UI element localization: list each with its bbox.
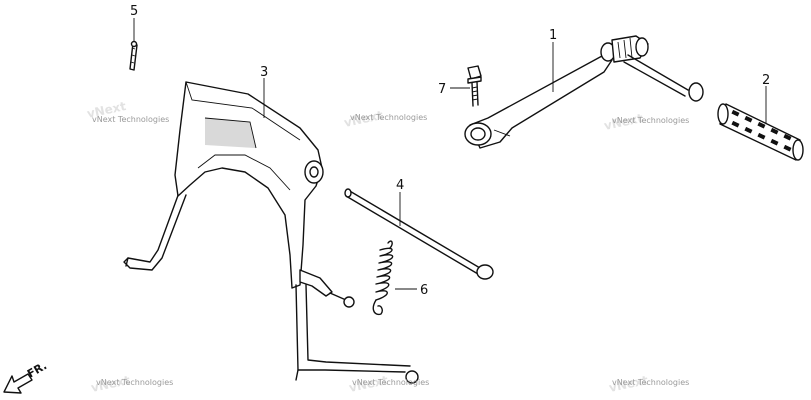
callout-6: 6 [420, 283, 428, 298]
watermark-text: vNext Technologies [612, 378, 689, 387]
stand-spring-part [372, 240, 394, 316]
callout-7: 7 [438, 82, 446, 97]
watermark-text: vNext Technologies [352, 378, 429, 387]
front-direction-arrow-icon [3, 373, 33, 394]
watermark-ghosts: vNext vNext vNext vNext vNext vNext [86, 99, 650, 395]
rubber-grip-part [717, 103, 804, 161]
callout-5: 5 [130, 4, 138, 19]
main-stand-part [123, 81, 419, 384]
cotter-pin-part [129, 40, 138, 71]
watermark-text: vNext Technologies [612, 116, 689, 125]
front-direction-label: FR. [25, 359, 49, 380]
kick-starter-arm-part [464, 35, 704, 149]
watermark-text: vNext Technologies [96, 378, 173, 387]
watermark-text: vNext Technologies [92, 115, 169, 124]
leader-lines [133, 18, 767, 290]
callout-4: 4 [396, 178, 404, 193]
bolt-part [467, 65, 482, 107]
callout-2: 2 [762, 73, 770, 88]
pivot-shaft-part [344, 188, 494, 280]
watermark-text: vNext Technologies [350, 113, 427, 122]
callout-3: 3 [260, 65, 268, 80]
callout-1: 1 [549, 28, 557, 43]
